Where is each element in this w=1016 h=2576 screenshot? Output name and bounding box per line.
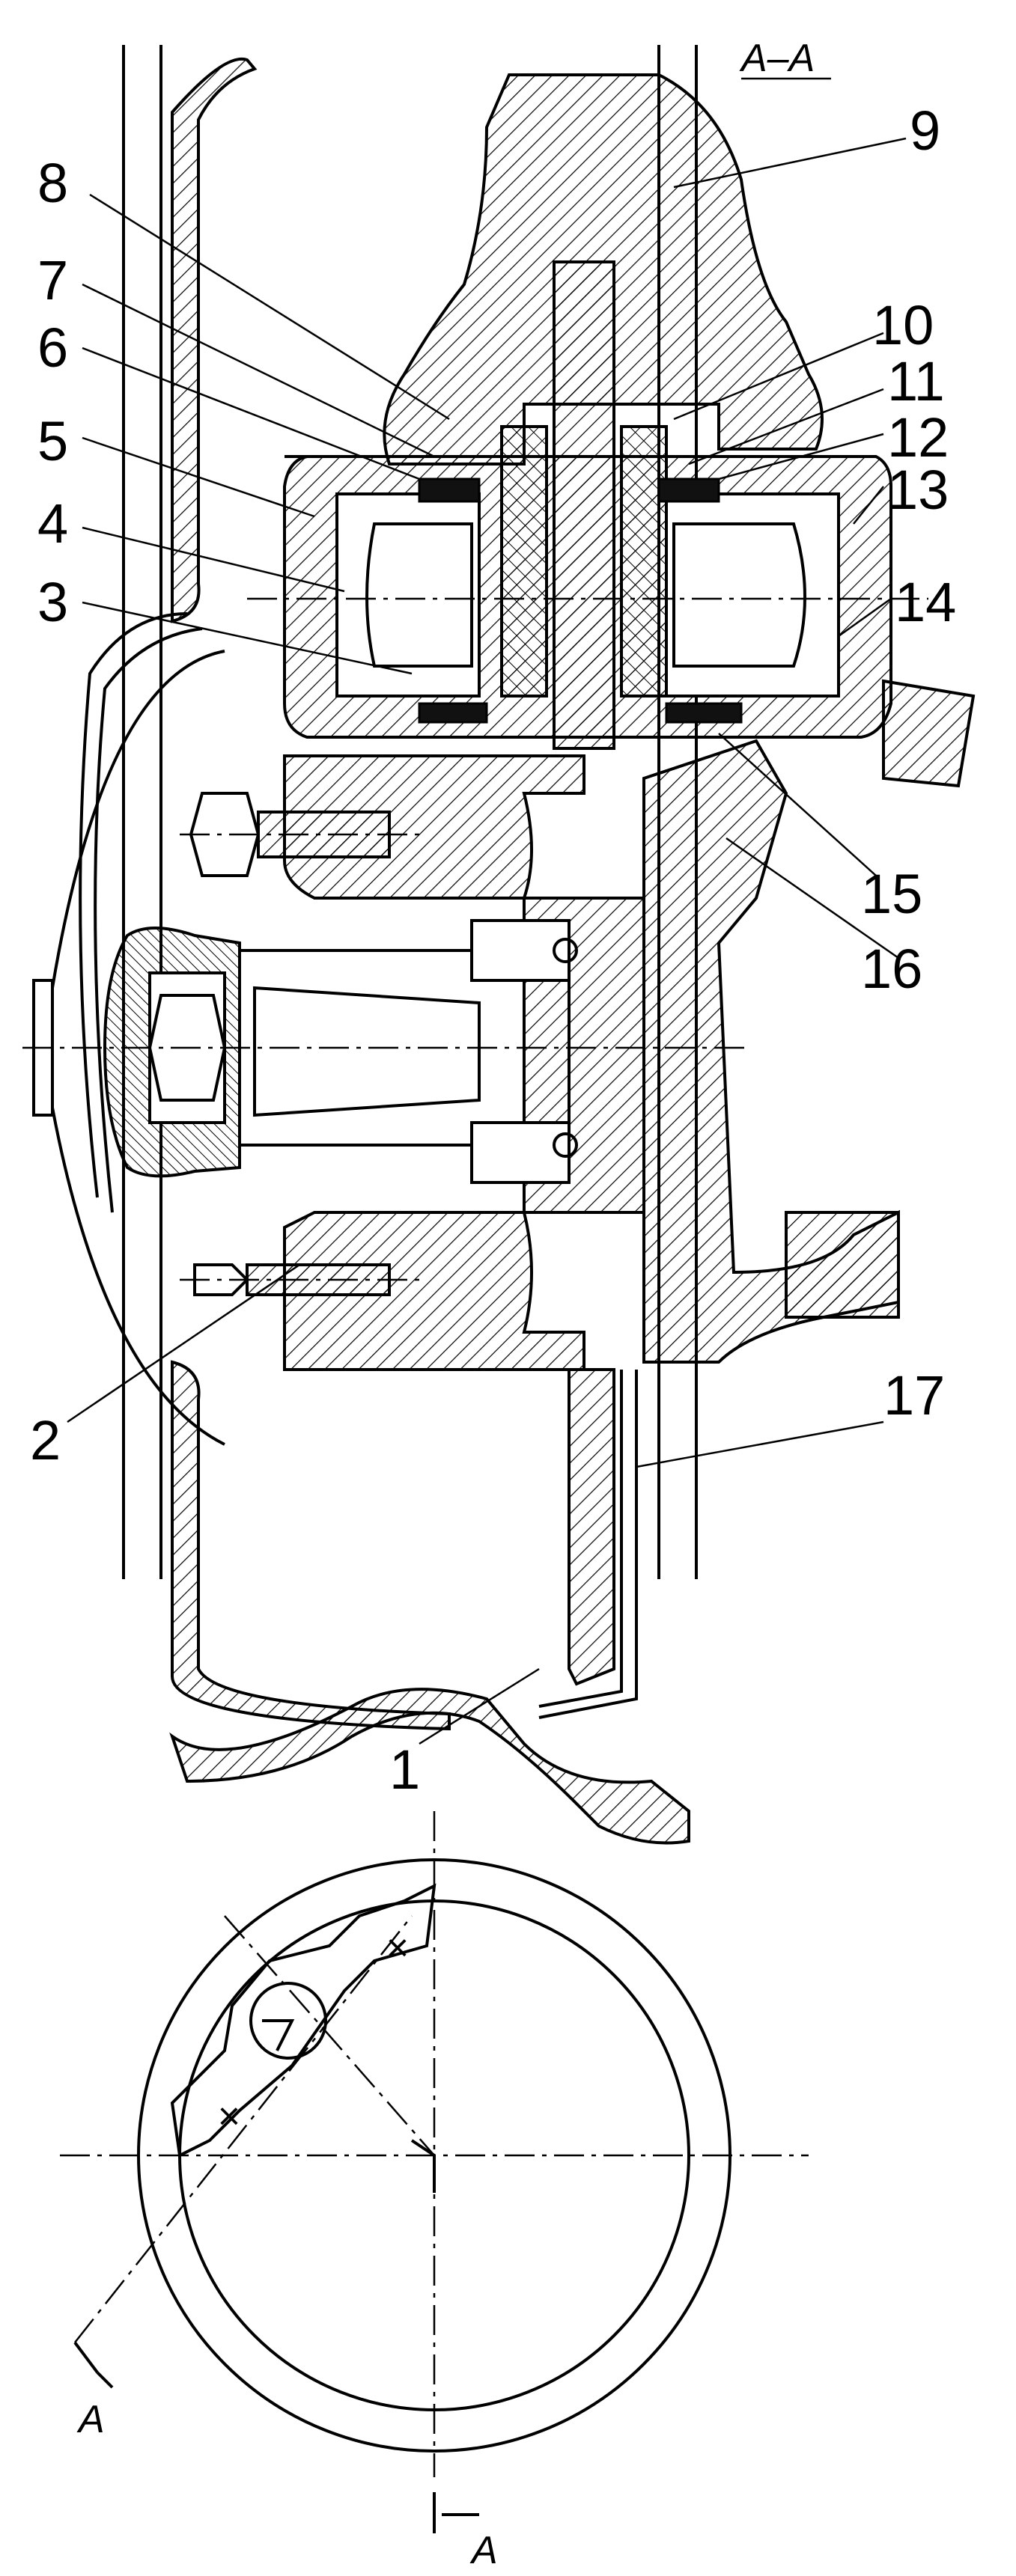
upper-brake-assembly xyxy=(247,73,928,750)
steering-knuckle xyxy=(642,679,976,1364)
callout-16: 16 xyxy=(861,938,922,1000)
callout-1: 1 xyxy=(389,1739,420,1801)
section-markers: А А xyxy=(73,2341,498,2572)
callout-3: 3 xyxy=(37,571,68,633)
callout-4: 4 xyxy=(37,492,68,555)
callout-leaders xyxy=(67,137,907,1745)
callout-12: 12 xyxy=(887,406,949,468)
section-marker-label-bottom: А xyxy=(469,2529,498,2572)
callout-2: 2 xyxy=(30,1409,61,1471)
wheel-front-view: × × xyxy=(60,1811,809,2477)
brake-shield xyxy=(538,1368,638,1719)
section-marker-label-left: А xyxy=(76,2398,105,2441)
callout-14: 14 xyxy=(895,571,956,633)
callout-6: 6 xyxy=(37,317,68,379)
bolt-cross-1: × xyxy=(386,1926,408,1970)
bolt-cross-2: × xyxy=(217,2095,240,2138)
callout-17: 17 xyxy=(883,1364,945,1426)
callout-10: 10 xyxy=(872,294,934,356)
section-title: А–А xyxy=(739,37,815,80)
callout-labels: 1 2 3 4 5 6 7 8 9 10 11 12 13 14 15 16 1… xyxy=(30,100,956,1801)
callout-7: 7 xyxy=(37,249,68,311)
callout-13: 13 xyxy=(887,459,949,521)
hub-spindle xyxy=(22,754,749,1371)
callout-15: 15 xyxy=(861,863,922,925)
callout-11: 11 xyxy=(887,350,945,412)
callout-9: 9 xyxy=(910,100,940,162)
wheel-bolts xyxy=(180,792,419,1296)
callout-5: 5 xyxy=(37,410,68,472)
callout-8: 8 xyxy=(37,152,68,214)
